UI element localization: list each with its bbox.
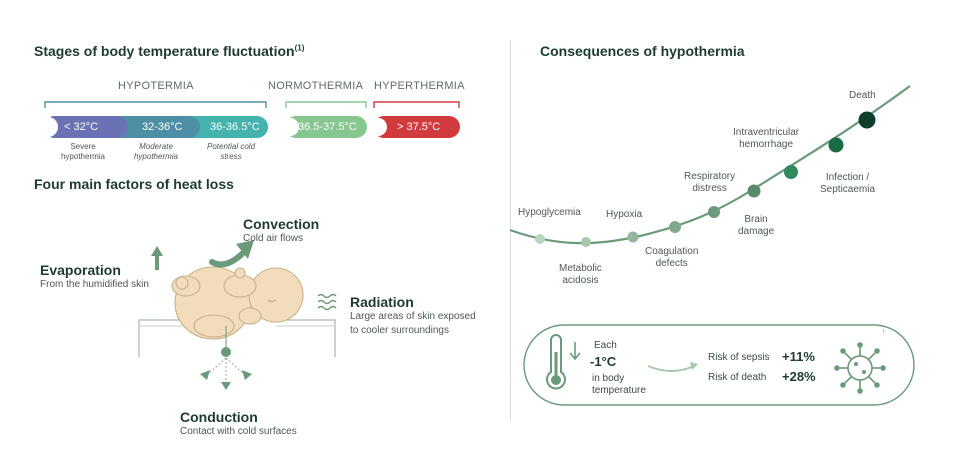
heat-loss-title: Four main factors of heat loss	[34, 176, 234, 192]
pill-hyper: > 37.5°C	[397, 121, 441, 133]
event-infection: Infection /Septicaemia	[820, 172, 876, 195]
pill-normal: 36.5-37.5°C	[298, 121, 357, 133]
box-footnote-mark: i	[883, 328, 885, 335]
pill-bg-hyper	[373, 116, 460, 138]
dot-respiratory	[708, 206, 720, 218]
pill-severe: < 32°C	[64, 121, 99, 133]
event-death: Death	[849, 90, 876, 101]
sepsis-value: +11%	[782, 349, 815, 364]
conduction-icon	[200, 326, 252, 390]
factor-radiation: Radiation Large areas of skin exposed to…	[350, 294, 476, 336]
factor-evaporation: Evaporation From the humidified skin	[40, 262, 149, 290]
event-hypoxia: Hypoxia	[606, 209, 643, 220]
dot-ivh	[784, 165, 798, 179]
mattress-right	[276, 319, 336, 357]
baby-icon	[171, 266, 304, 340]
dot-metabolic-acidosis	[581, 237, 591, 247]
stages-footnote: (1)	[294, 43, 305, 53]
factor-conduction: Conduction Contact with cold surfaces	[180, 409, 297, 437]
box-drop: -1°C	[590, 354, 617, 369]
down-arrow-icon	[569, 342, 581, 361]
dot-death	[858, 111, 876, 129]
stats-box-outline	[523, 324, 915, 406]
pill-cold-stress: 36-36.5°C	[210, 121, 260, 133]
arrow-right-icon	[647, 365, 695, 372]
stages-title: Stages of body temperature fluctuation(1…	[34, 43, 305, 59]
dot-coagulation	[669, 221, 681, 233]
dot-hypoxia	[627, 231, 639, 243]
group-label-hypothermia: HYPOTERMIA	[118, 80, 194, 92]
pill-bg-normal	[285, 116, 367, 138]
death-label: Risk of death	[708, 372, 767, 383]
dot-infection	[828, 137, 844, 153]
bracket-hyperthermia	[373, 101, 460, 108]
box-each: Each	[594, 340, 617, 351]
dot-hypoglycemia	[535, 234, 545, 244]
group-label-hyperthermia: HYPERTHERMIA	[374, 80, 465, 92]
pill-bg-severe	[44, 116, 128, 138]
death-value: +28%	[782, 369, 816, 384]
thermometer-icon	[546, 334, 566, 390]
radiation-waves-icon	[317, 293, 337, 311]
pill-moderate: 32-36°C	[142, 121, 183, 133]
evaporation-arrow-icon	[151, 246, 163, 270]
sepsis-label: Risk of sepsis	[708, 352, 770, 363]
bracket-normothermia	[285, 101, 367, 108]
bracket-hypothermia	[44, 101, 267, 108]
convection-arrow-icon	[209, 249, 247, 268]
consequences-title: Consequences of hypothermia	[540, 43, 745, 59]
group-label-normothermia: NORMOTHERMIA	[268, 80, 364, 92]
bacteria-icon	[834, 342, 886, 394]
event-hypoglycemia: Hypoglycemia	[518, 207, 581, 218]
factor-convection: Convection Cold air flows	[243, 216, 320, 244]
dot-brain	[747, 184, 761, 198]
